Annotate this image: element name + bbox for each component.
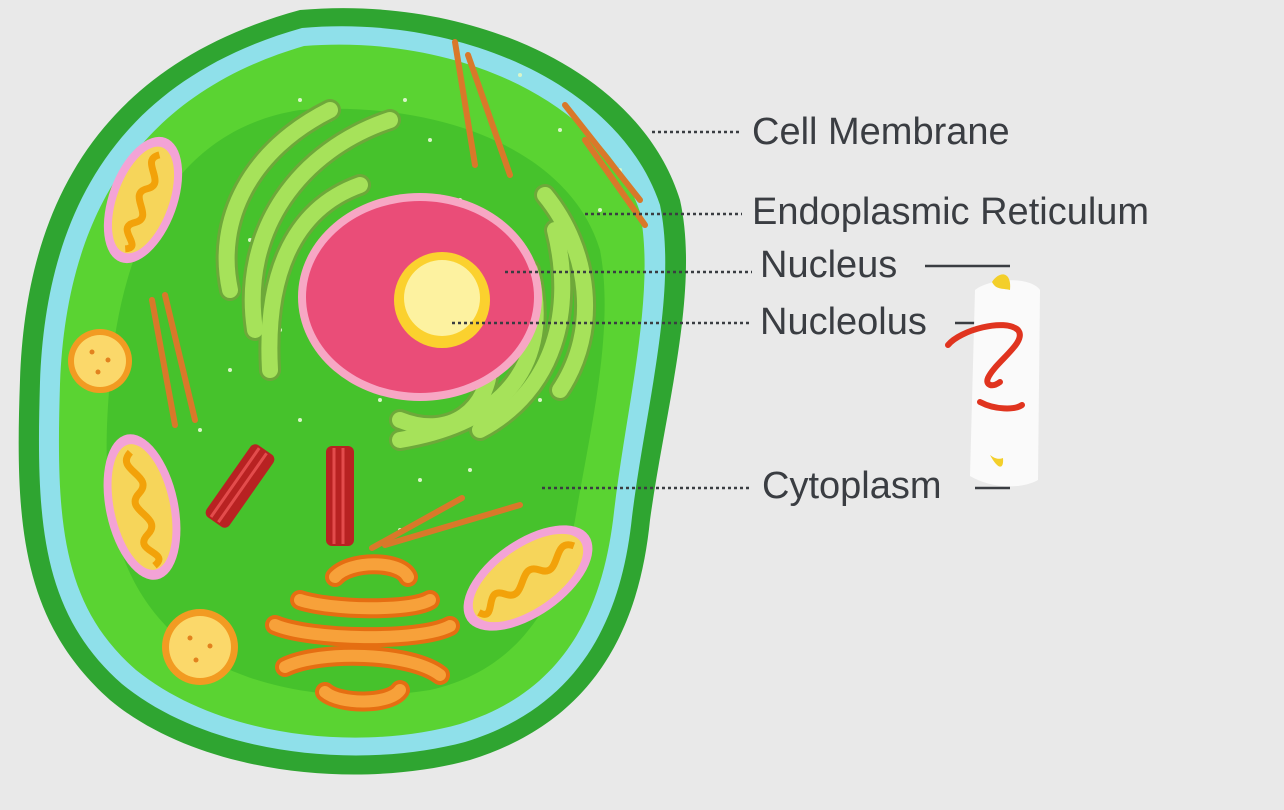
microfilaments bbox=[149, 39, 648, 551]
nucleus bbox=[298, 193, 542, 401]
centrioles bbox=[205, 444, 354, 546]
white-out-patch bbox=[970, 274, 1040, 487]
leader-lines bbox=[452, 130, 752, 490]
label-cytoplasm: Cytoplasm bbox=[762, 465, 942, 507]
mitochondria bbox=[103, 136, 593, 631]
endoplasmic-reticulum bbox=[215, 99, 596, 451]
handwritten-question-mark bbox=[945, 322, 1025, 412]
label-endoplasmic-reticulum: Endoplasmic Reticulum bbox=[752, 191, 1150, 233]
golgi-apparatus bbox=[265, 554, 460, 712]
label-nucleus: Nucleus bbox=[760, 244, 898, 286]
label-nucleolus: Nucleolus bbox=[760, 301, 927, 343]
label-cell-membrane: Cell Membrane bbox=[752, 111, 1010, 153]
vesicles bbox=[68, 329, 238, 685]
